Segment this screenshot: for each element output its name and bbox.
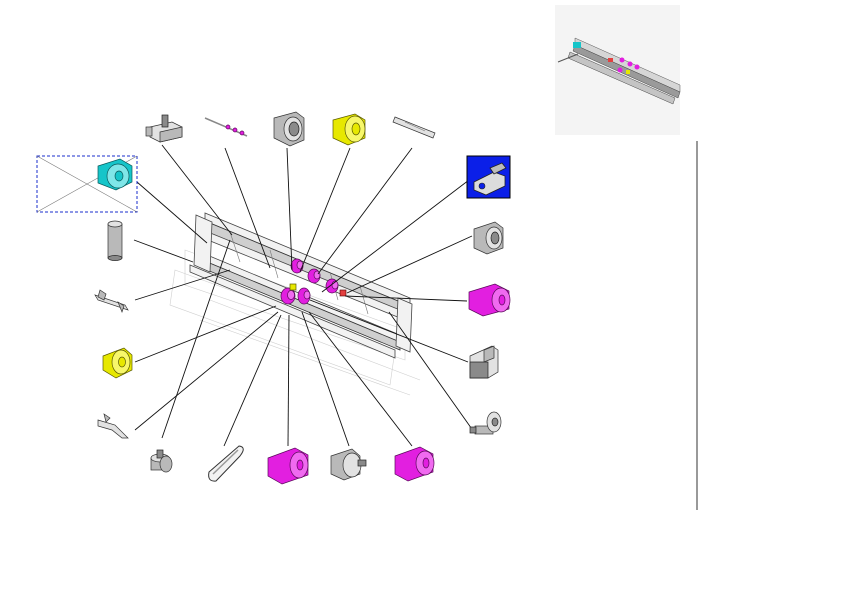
pulley-icon[interactable] xyxy=(330,448,367,481)
main-assembly[interactable] xyxy=(189,212,413,359)
cyan-gear-placeholder[interactable] xyxy=(36,155,138,213)
assembly-roller-5 xyxy=(297,287,311,305)
belt-icon[interactable] xyxy=(208,445,244,482)
assembly-red-bit xyxy=(339,289,347,297)
assembly-roller-4 xyxy=(280,287,296,305)
assembly-thumbnail[interactable] xyxy=(555,5,681,135)
roller-icon[interactable] xyxy=(394,446,435,482)
gear-icon xyxy=(97,158,133,191)
gear-icon[interactable] xyxy=(332,113,366,146)
roller-icon[interactable] xyxy=(468,283,511,317)
pin-icon[interactable] xyxy=(150,449,173,473)
shaft-icon[interactable] xyxy=(204,117,248,137)
callout-lines xyxy=(133,144,475,447)
roller-icon[interactable] xyxy=(267,447,309,485)
block-icon[interactable] xyxy=(469,345,499,379)
bushing-icon[interactable] xyxy=(273,111,305,147)
clip-icon[interactable] xyxy=(97,413,129,439)
link-icon xyxy=(473,162,507,196)
sleeve-icon[interactable] xyxy=(107,220,123,261)
gear-icon[interactable] xyxy=(102,347,133,379)
assembly-roller-1 xyxy=(290,258,304,274)
assembly-thumbnail-icon xyxy=(557,37,681,105)
bracket-icon[interactable] xyxy=(145,114,183,143)
assembly-yellow-bit xyxy=(289,283,297,291)
bushing-icon[interactable] xyxy=(473,221,504,255)
link-icon-selected[interactable] xyxy=(466,155,511,199)
plate-icon[interactable] xyxy=(392,116,436,139)
pin-icon[interactable] xyxy=(469,411,502,435)
assembly-roller-2 xyxy=(307,268,321,284)
lever-icon[interactable] xyxy=(94,289,129,314)
